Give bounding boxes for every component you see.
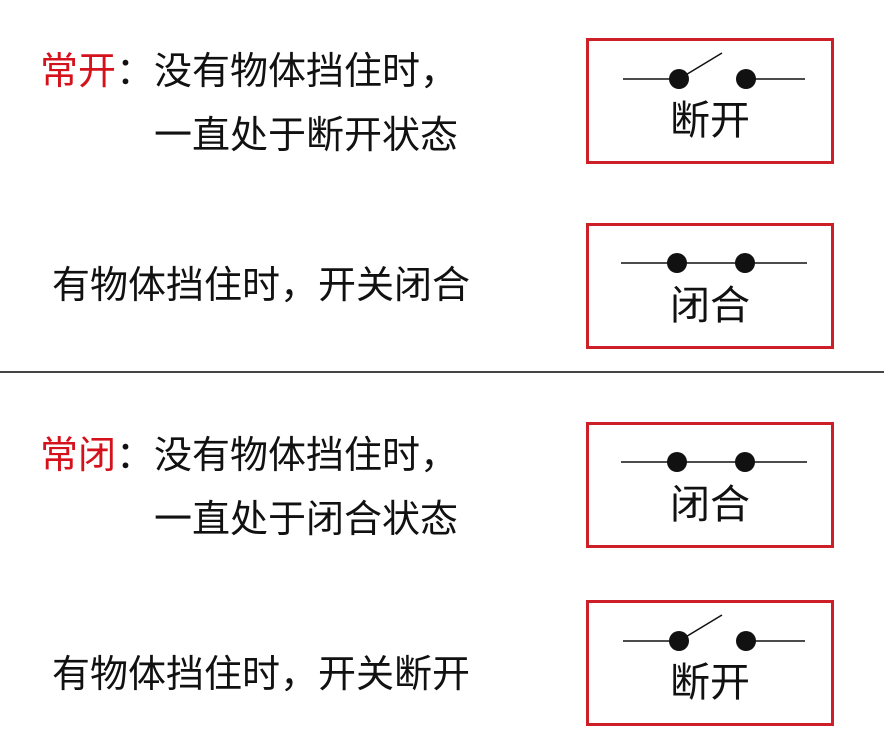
normally-open-title-line: 常开：没有物体挡住时， bbox=[40, 48, 458, 94]
switch-box-open-2: 断开 bbox=[586, 600, 834, 726]
normally-open-desc-line1: 没有物体挡住时， bbox=[154, 49, 459, 93]
closed-switch-icon bbox=[621, 253, 807, 273]
normally-closed-desc-line2: 一直处于闭合状态 bbox=[154, 497, 459, 541]
normally-closed-desc-line1: 没有物体挡住时， bbox=[154, 433, 459, 477]
term-colon: ： bbox=[116, 49, 155, 93]
switch-box-label: 闭合 bbox=[670, 482, 750, 528]
normally-closed-term: 常闭 bbox=[40, 433, 117, 477]
normally-open-desc-line2: 一直处于断开状态 bbox=[154, 113, 459, 157]
normally-closed-title-line: 常闭：没有物体挡住时， bbox=[40, 432, 458, 478]
open-switch-icon bbox=[623, 52, 805, 89]
closed-switch-icon bbox=[621, 452, 807, 472]
normally-open-term: 常开 bbox=[40, 49, 117, 93]
switch-box-label: 断开 bbox=[670, 98, 750, 144]
term-colon: ： bbox=[116, 433, 155, 477]
section-divider bbox=[0, 371, 884, 373]
switch-box-closed-2: 闭合 bbox=[586, 422, 834, 548]
switch-box-closed-1: 闭合 bbox=[586, 223, 834, 349]
switch-box-label: 断开 bbox=[670, 660, 750, 706]
normally-closed-triggered-text: 有物体挡住时，开关断开 bbox=[52, 652, 471, 696]
switch-box-label: 闭合 bbox=[670, 283, 750, 329]
normally-open-triggered-text: 有物体挡住时，开关闭合 bbox=[52, 263, 471, 307]
open-switch-icon bbox=[623, 614, 805, 651]
switch-box-open-1: 断开 bbox=[586, 38, 834, 164]
